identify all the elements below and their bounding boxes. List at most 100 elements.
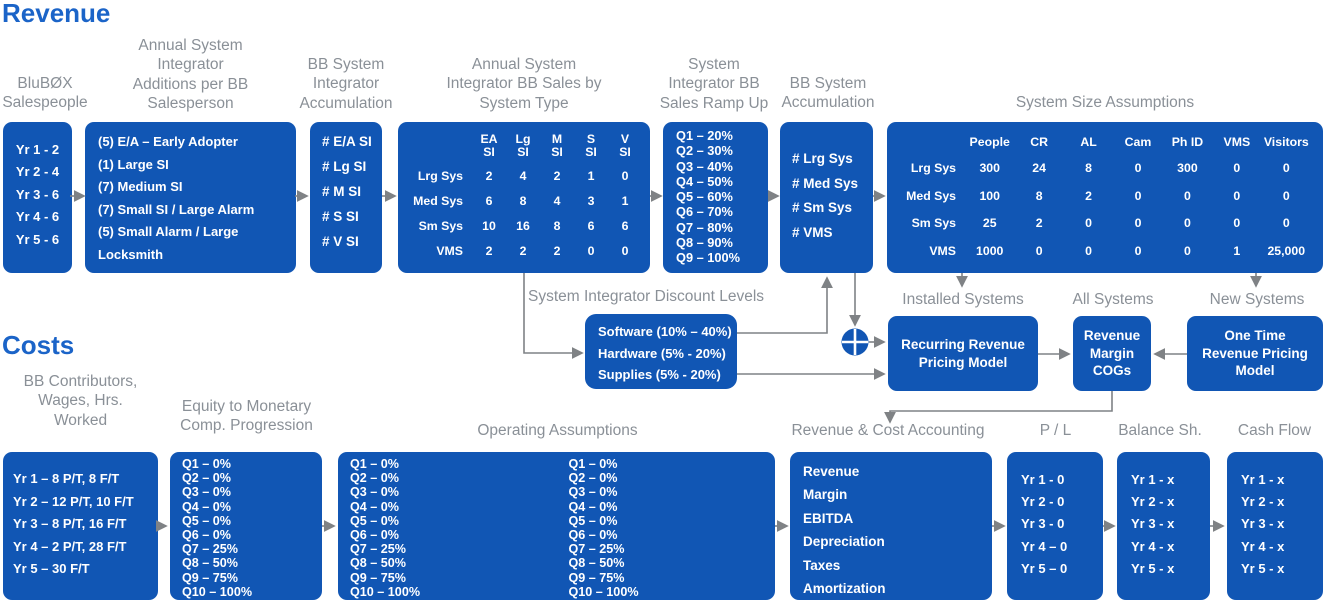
equity-label: Equity to Monetary Comp. Progression	[180, 398, 313, 435]
list-item: Q1 – 0%	[350, 457, 400, 471]
operating-col-2: Q1 – 0%Q2 – 0%Q3 – 0%Q4 – 0%Q5 – 0%Q6 – …	[557, 457, 776, 600]
list-item: Yr 2 - x	[1241, 494, 1285, 510]
table-cell: 3	[587, 194, 595, 209]
installed-systems-label: Installed Systems	[902, 291, 1024, 308]
table-cell: 2	[519, 243, 527, 258]
bb-accumulation-box: # Lrg Sys# Med Sys# Sm Sys# VMS	[780, 122, 873, 273]
list-item: Q5 – 0%	[568, 513, 618, 528]
table-cell: 0	[1035, 244, 1043, 259]
list-item: Yr 1 – 8 P/T, 8 F/T	[13, 471, 120, 486]
table-cell: 0	[1134, 188, 1142, 203]
list-item: Q2 – 0%	[182, 471, 232, 486]
list-item: Yr 2 - x	[1131, 494, 1175, 510]
table-cell: 0	[1184, 244, 1191, 259]
size-assumptions-label: System Size Assumptions	[1015, 94, 1195, 111]
list-item: Depreciation	[803, 534, 885, 550]
table-cell: 8	[519, 194, 527, 209]
column-header: Ph ID	[1171, 134, 1204, 149]
table-cell: 0	[1282, 216, 1290, 231]
list-item: # S SI	[322, 209, 359, 224]
table-cell: 2	[553, 243, 561, 258]
column-header: Cam	[1124, 134, 1152, 149]
si-accumulation-label: BB System Integrator Accumulation	[299, 56, 393, 112]
list-item: Yr 1 - 0	[1021, 472, 1065, 487]
list-item: Q5 – 0%	[350, 513, 400, 528]
list-item: Q10 – 100%	[182, 584, 253, 599]
table-cell: 8	[553, 218, 561, 233]
list-item: Yr 3 - 6	[15, 186, 60, 202]
costs-section-title: Costs	[2, 330, 75, 360]
list-item: (7) Small SI / Large Alarm	[98, 201, 255, 217]
list-item: Q8 – 50%	[350, 556, 407, 571]
list-item: Yr 5 – 0	[1021, 560, 1068, 576]
list-item: Yr 1 - x	[1241, 472, 1285, 487]
row-label: Sm Sys	[911, 216, 956, 231]
list-item: # Med Sys	[792, 175, 859, 191]
table-cell: 0	[1085, 244, 1092, 259]
table-cell: 1	[587, 169, 595, 184]
table-cell: 8	[1085, 160, 1092, 175]
row-label: Med Sys	[906, 188, 956, 203]
row-label: Med Sys	[413, 194, 463, 209]
list-item: Yr 5 - 6	[15, 231, 60, 247]
list-item: Q4 – 0%	[350, 499, 400, 514]
table-cell: 25,000	[1267, 244, 1306, 259]
list-item: Q3 – 0%	[568, 485, 618, 500]
table-cell: 2	[553, 169, 561, 184]
table-cell: 25	[982, 216, 997, 231]
ramp-up-box: Q1 – 20%Q2 – 30%Q3 – 40%Q4 – 50%Q5 – 60%…	[663, 122, 768, 273]
table-cell: 0	[1282, 160, 1290, 175]
list-item: Q1 – 0%	[182, 457, 232, 471]
table-cell: 1	[1233, 244, 1241, 259]
list-item: Yr 5 - x	[1131, 560, 1175, 576]
table-cell: 0	[621, 243, 629, 258]
list-item: Q3 – 0%	[350, 485, 400, 500]
balance-sheet-label: Balance Sh.	[1118, 422, 1202, 439]
list-item: Q6 – 0%	[350, 528, 400, 543]
table-cell: 0	[1233, 188, 1241, 203]
list-item: Yr 5 - x	[1241, 560, 1285, 576]
table-cell: 4	[553, 194, 561, 209]
column-header: People	[969, 134, 1010, 149]
ramp-up-label: System Integrator BB Sales Ramp Up	[659, 56, 769, 112]
list-item: # VMS	[792, 224, 833, 240]
table-cell: 0	[1134, 244, 1142, 259]
list-item: (7) Medium SI	[98, 179, 183, 195]
table-cell: 6	[587, 218, 595, 233]
table-cell: 1	[621, 194, 629, 209]
list-item: Q2 – 0%	[350, 471, 400, 486]
list-item: Hardware (5% - 20%)	[598, 345, 726, 361]
list-item: Q6 – 70%	[676, 204, 733, 220]
column-header: CR	[1030, 134, 1049, 149]
bb-accumulation-label: BB System Accumulation	[781, 75, 875, 112]
list-item: Q8 – 50%	[182, 556, 239, 571]
list-item: Q6 – 0%	[568, 528, 618, 543]
list-item: # Sm Sys	[792, 200, 853, 216]
list-item: (5) Small Alarm / Large Locksmith	[98, 224, 239, 262]
row-label: Lrg Sys	[910, 160, 956, 175]
list-item: Q10 – 100%	[350, 584, 421, 599]
list-item: Supplies (5% - 20%)	[598, 367, 721, 382]
new-systems-label: New Systems	[1209, 291, 1305, 308]
list-item: Revenue	[803, 464, 860, 479]
list-item: Q8 – 90%	[676, 235, 733, 251]
list-item: Q5 – 0%	[182, 513, 232, 528]
row-label: Lrg Sys	[417, 169, 463, 184]
recurring-revenue-pricing-model-box: Recurring Revenue Pricing Model	[888, 316, 1038, 391]
list-item: Q7 – 25%	[182, 542, 239, 557]
list-item: Q7 – 80%	[676, 219, 733, 235]
list-item: Q9 – 75%	[350, 570, 407, 585]
list-item: Q3 – 0%	[182, 485, 232, 500]
list-item: Q4 – 0%	[182, 499, 232, 514]
list-item: Q2 – 0%	[568, 471, 618, 486]
table-cell: 24	[1032, 160, 1046, 175]
table-cell: 300	[1177, 160, 1198, 175]
list-item: Q5 – 60%	[676, 189, 733, 205]
contributors-label: BB Contributors, Wages, Hrs. Worked	[23, 373, 138, 429]
table-cell: 300	[979, 160, 1000, 175]
cash-flow-label: Cash Flow	[1237, 422, 1312, 439]
